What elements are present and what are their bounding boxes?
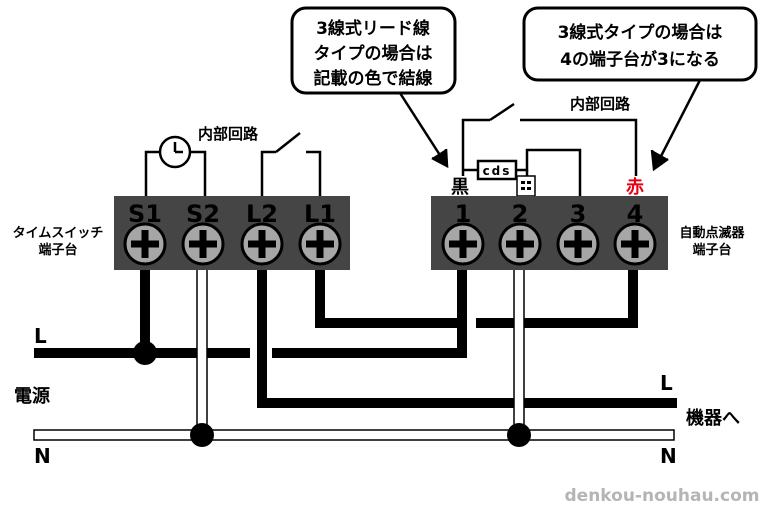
callout-right-line2: 4の端子台が3になる <box>560 49 720 70</box>
wire-l1-across <box>315 318 467 328</box>
wire-black-label: 黒 <box>451 177 469 198</box>
callout-right-line1: 3線式タイプの場合は <box>558 22 723 43</box>
right-internal-circuit <box>461 102 638 200</box>
wire-l2 <box>257 268 267 403</box>
watermark: denkou-nouhau.com <box>565 486 760 506</box>
terminal-screw-2 <box>498 222 542 266</box>
terminal-screw-3 <box>556 222 600 266</box>
terminal-screw-l1 <box>298 222 342 266</box>
callout-left: 3線式リード線 タイプの場合は 記載の色で結線 <box>290 6 457 95</box>
load-l-label: L <box>660 371 673 395</box>
terminal-screw-l2 <box>240 222 284 266</box>
switch-contact-right <box>489 102 515 122</box>
right-block-label-line2: 端子台 <box>692 242 731 258</box>
left-internal-circuit <box>144 132 322 200</box>
left-block-label-line2: 端子台 <box>38 242 77 258</box>
power-n-label: N <box>34 444 51 468</box>
wire-red-label: 赤 <box>626 177 644 198</box>
right-block-label-line1: 自動点滅器 <box>679 225 745 241</box>
junction-dot-n-left <box>190 423 214 447</box>
left-block-label-line1: タイムスイッチ <box>13 226 104 241</box>
wire-l1-down <box>315 268 325 328</box>
terminal-screw-s1 <box>123 222 167 266</box>
switch-contact <box>275 132 301 153</box>
callout-left-line1: 3線式リード線 <box>316 18 430 39</box>
load-label: 機器へ <box>686 407 740 429</box>
terminal-screw-s2 <box>181 222 225 266</box>
cds-label: cds <box>483 164 512 178</box>
right-internal-label: 内部回路 <box>570 95 631 113</box>
callout-left-line2: タイプの場合は <box>314 43 433 64</box>
terminal-label-3: 3 <box>570 200 587 228</box>
screws <box>123 222 657 266</box>
wire-s2 <box>196 267 208 437</box>
wire-2 <box>513 267 525 437</box>
wire-1 <box>457 268 467 358</box>
junction-dot-l <box>133 341 157 365</box>
wire-s1 <box>140 268 150 353</box>
wire-4-down <box>628 268 638 328</box>
wire-to-4-across <box>476 318 638 328</box>
power-line-l-mid <box>272 348 464 358</box>
callout-right: 3線式タイプの場合は 4の端子台が3になる <box>522 6 758 82</box>
terminal-screw-4 <box>613 222 657 266</box>
left-internal-label: 内部回路 <box>198 125 259 143</box>
power-label: 電源 <box>14 385 50 407</box>
small-component-icon <box>516 175 536 197</box>
load-line-l <box>257 398 677 408</box>
load-n-label: N <box>660 444 677 468</box>
terminal-label-2: 2 <box>512 200 529 228</box>
terminal-label-4: 4 <box>627 200 644 228</box>
terminal-screw-1 <box>441 222 485 266</box>
callout-arrow-left <box>398 92 449 169</box>
neutral-line <box>33 429 675 441</box>
callout-left-line3: 記載の色で結線 <box>314 68 433 89</box>
callout-arrow-right <box>650 79 702 172</box>
cds-sensor <box>476 159 518 181</box>
terminal-label-1: 1 <box>455 200 472 228</box>
wires <box>140 267 638 437</box>
junction-dot-n-right <box>507 423 531 447</box>
power-l-label: L <box>34 324 47 348</box>
